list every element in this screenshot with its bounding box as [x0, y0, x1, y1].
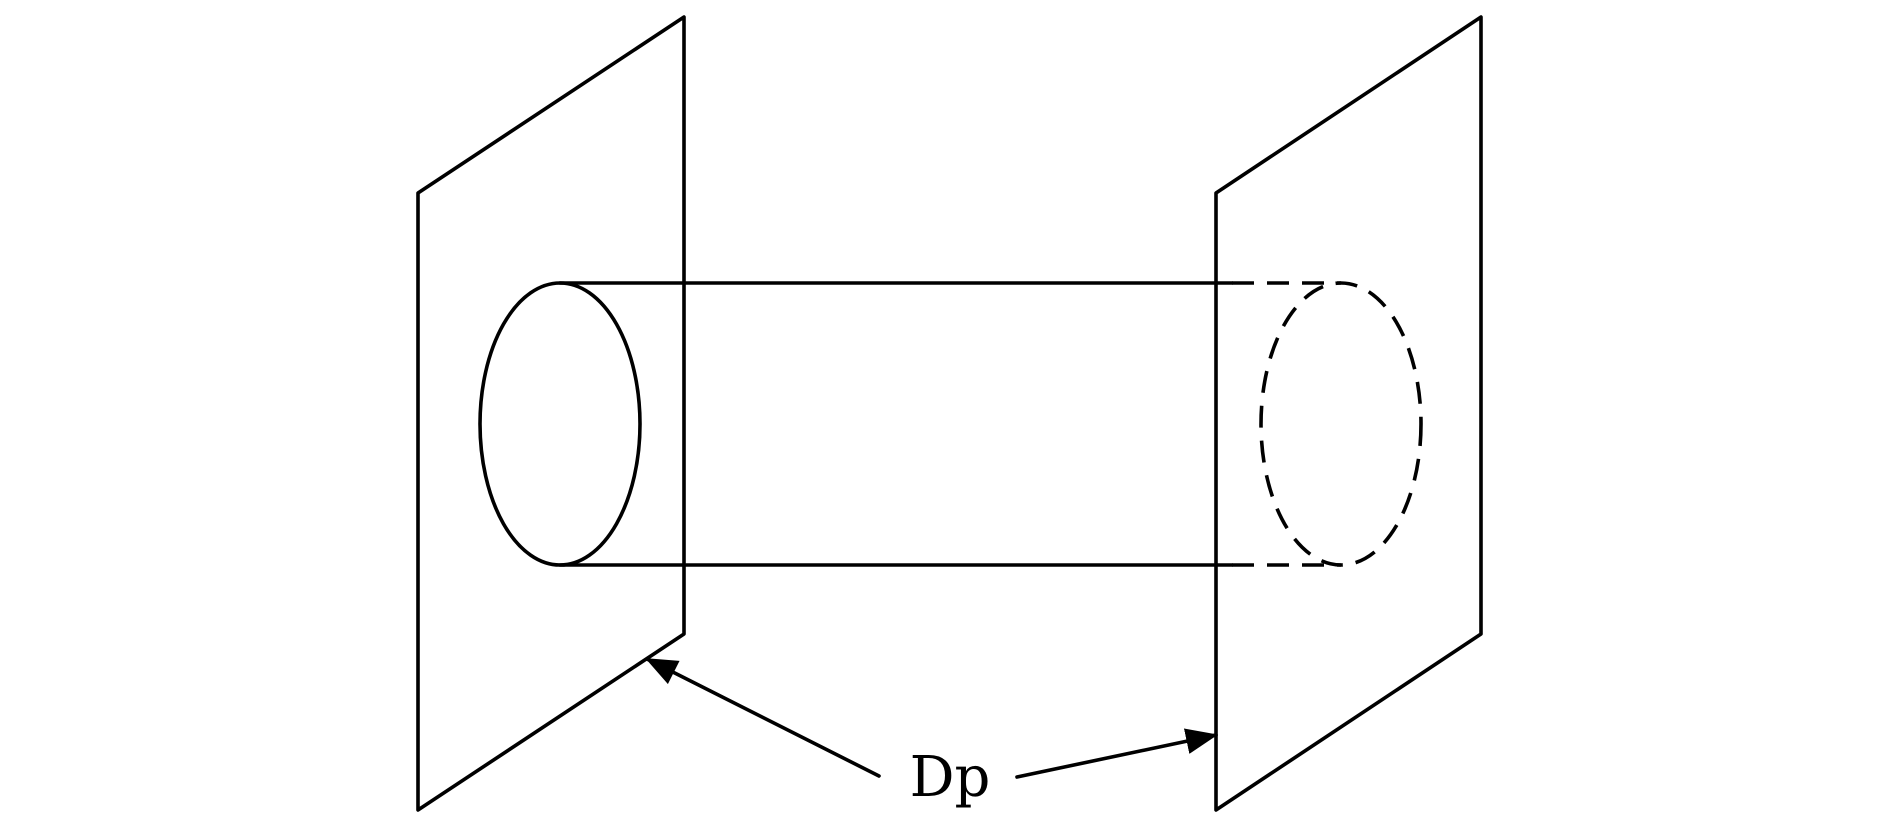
cylinder-front-face [478, 281, 642, 567]
arrow-to-right-plate [1015, 728, 1218, 779]
cylinder-back-face [1259, 281, 1423, 567]
plate-label: Dp [910, 745, 991, 810]
left-plate [416, 15, 686, 812]
arrow-to-left-plate [645, 657, 881, 778]
right-plate [1214, 15, 1483, 812]
